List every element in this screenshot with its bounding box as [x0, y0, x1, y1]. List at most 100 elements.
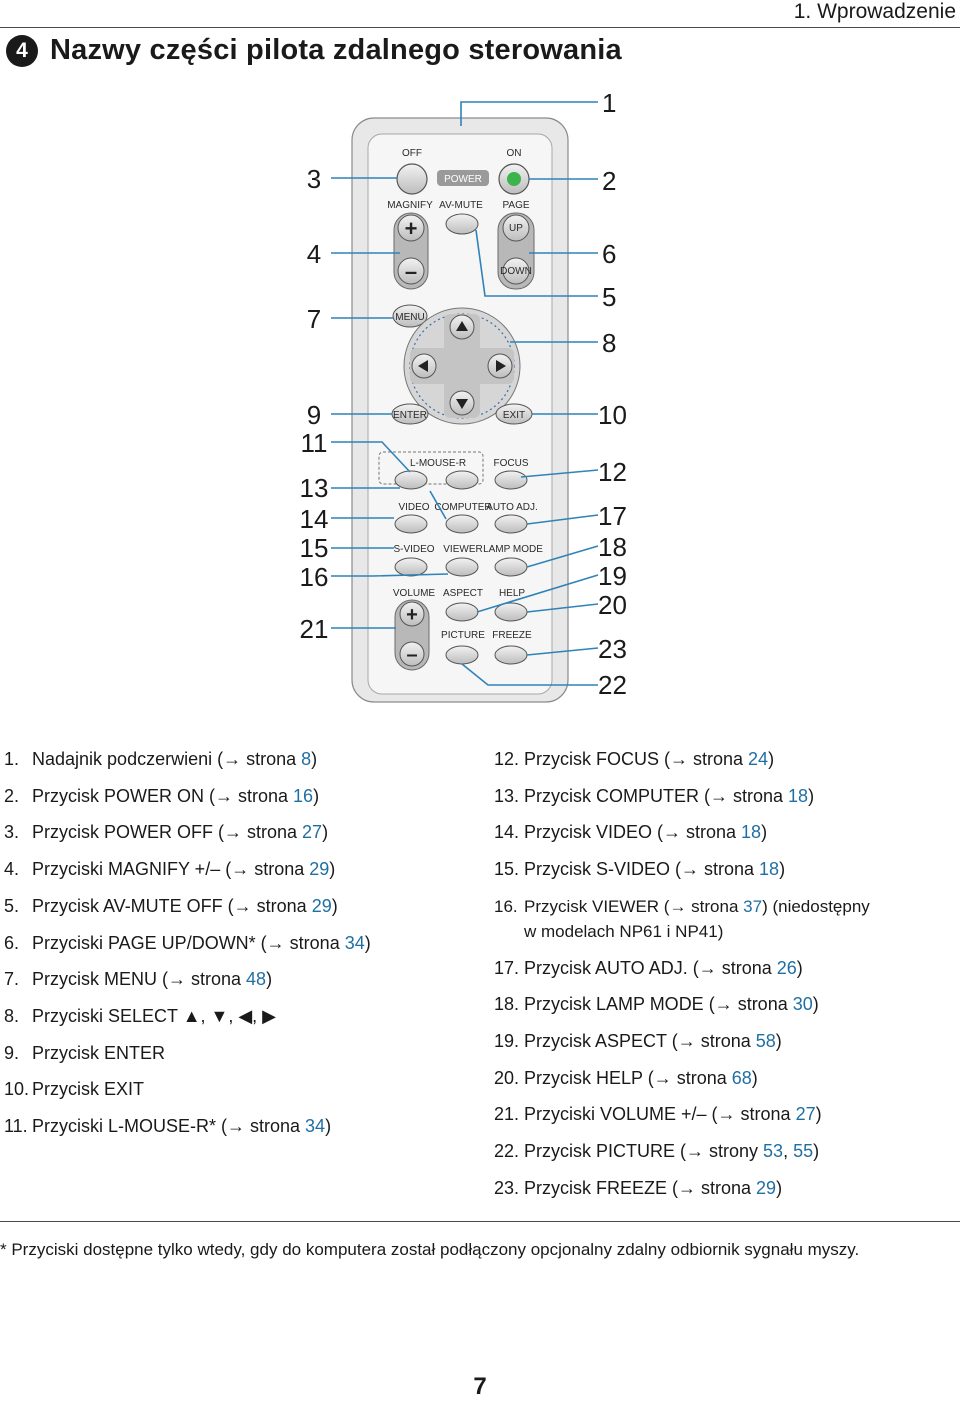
list-item: 16.Przycisk VIEWER (→ strona 37) (niedos… [494, 897, 870, 916]
callout-3: 3 [307, 164, 321, 194]
callout-20: 20 [598, 590, 627, 620]
callout-10: 10 [598, 400, 627, 430]
list-item: 13.Przycisk COMPUTER (→ strona 18) [494, 786, 815, 806]
minus-icon: – [405, 259, 417, 284]
callout-19: 19 [598, 561, 627, 591]
callout-7: 7 [307, 304, 321, 334]
arrow-down-icon [456, 399, 468, 409]
power-on-led-icon [507, 172, 521, 186]
computer-button [445, 514, 479, 534]
label-on: ON [507, 148, 522, 159]
plus-icon: + [406, 604, 418, 626]
list-item: 22.Przycisk PICTURE (→ strony 53, 55) [494, 1141, 820, 1161]
label-exit: EXIT [503, 410, 525, 421]
list-item: 19.Przycisk ASPECT (→ strona 58) [494, 1031, 782, 1051]
l-mouse-right-button [445, 470, 479, 490]
label-video: VIDEO [398, 502, 429, 513]
callout-5: 5 [602, 282, 616, 312]
list-item: 20.Przycisk HELP (→ strona 68) [494, 1068, 758, 1088]
list-item: w modelach NP61 i NP41) [524, 922, 724, 941]
label-l-mouse-r: L-MOUSE-R [410, 458, 466, 469]
l-mouse-r-frame [378, 451, 484, 485]
label-power: POWER [444, 174, 482, 185]
list-item: 23.Przycisk FREEZE (→ strona 29) [494, 1178, 783, 1198]
list-item: 8.Przyciski SELECT ▲, ▼, ◀, ▶ [4, 1006, 277, 1026]
footnote: * Przyciski dostępne tylko wtedy, gdy do… [0, 1240, 860, 1259]
callout-9: 9 [307, 400, 321, 430]
arrow-right-icon [496, 360, 506, 372]
minus-icon: – [406, 644, 417, 666]
label-down: DOWN [500, 266, 532, 277]
volume-minus-button [399, 641, 425, 667]
label-off: OFF [402, 148, 422, 159]
callout-2: 2 [602, 166, 616, 196]
select-dpad-cross-v [444, 314, 480, 418]
page-down-button [502, 257, 530, 285]
list-item: 7.Przycisk MENU (→ strona 48) [4, 969, 273, 989]
callout-18: 18 [598, 532, 627, 562]
label-lamp-mode: LAMP MODE [483, 544, 543, 555]
remote-control-diagram: OFF ON POWER MAGNIFY AV-MUTE PAGE + – UP… [300, 88, 627, 703]
callout-15: 15 [300, 533, 329, 563]
focus-button [494, 470, 528, 490]
callout-14: 14 [300, 504, 329, 534]
callout-16: 16 [300, 562, 329, 592]
callout-12: 12 [598, 457, 627, 487]
callout-21: 21 [300, 614, 329, 644]
callout-8: 8 [602, 328, 616, 358]
callout-4: 4 [307, 239, 321, 269]
callout-23: 23 [598, 634, 627, 664]
label-volume: VOLUME [393, 588, 436, 599]
menu-button [392, 304, 428, 328]
viewer-button [445, 557, 479, 577]
list-item: 10.Przycisk EXIT [4, 1079, 145, 1099]
arrow-up-icon [456, 321, 468, 331]
aspect-button [445, 602, 479, 622]
label-page: PAGE [502, 200, 529, 211]
page-up-button [502, 214, 530, 242]
list-item: 6.Przyciski PAGE UP/DOWN* (→ strona 34) [4, 933, 371, 953]
list-item: 12.Przycisk FOCUS (→ strona 24) [494, 749, 775, 769]
footnote-divider [0, 1221, 960, 1222]
list-item: 5.Przycisk AV-MUTE OFF (→ strona 29) [4, 896, 338, 916]
arrow-left-icon [418, 360, 428, 372]
magnify-plus-button [397, 214, 425, 242]
l-mouse-left-button [394, 470, 428, 490]
heading-number-badge: 4 [6, 34, 38, 67]
page-heading: 4 Nazwy części pilota zdalnego sterowani… [6, 34, 622, 67]
label-viewer: VIEWER [443, 544, 482, 555]
leader-lines [331, 101, 599, 686]
label-up: UP [509, 223, 523, 234]
callout-1: 1 [602, 88, 616, 118]
power-off-button [396, 163, 428, 195]
picture-button [445, 645, 479, 665]
power-plate [437, 170, 489, 186]
list-item: 17.Przycisk AUTO ADJ. (→ strona 26) [494, 958, 803, 978]
list-item: 9.Przycisk ENTER [4, 1043, 166, 1063]
label-help: HELP [499, 588, 525, 599]
magnify-minus-button [397, 257, 425, 285]
lamp-mode-button [494, 557, 528, 577]
callout-11: 11 [301, 428, 328, 458]
page-number: 7 [473, 1373, 487, 1400]
callout-22: 22 [598, 670, 627, 700]
callout-17: 17 [598, 501, 627, 531]
list-item: 15.Przycisk S-VIDEO (→ strona 18) [494, 859, 786, 879]
callout-13: 13 [300, 473, 329, 503]
list-item: 21.Przyciski VOLUME +/– (→ strona 27) [494, 1104, 822, 1124]
video-button [394, 514, 428, 534]
list-item: 3.Przycisk POWER OFF (→ strona 27) [4, 822, 329, 842]
list-item: 2.Przycisk POWER ON (→ strona 16) [4, 786, 320, 806]
label-enter: ENTER [393, 410, 427, 421]
label-auto-adj: AUTO ADJ. [486, 502, 538, 513]
page-title: Nazwy części pilota zdalnego sterowania [50, 34, 622, 66]
av-mute-button [445, 213, 479, 235]
list-item: 18.Przycisk LAMP MODE (→ strona 30) [494, 994, 819, 1014]
freeze-button [494, 645, 528, 665]
label-aspect: ASPECT [443, 588, 483, 599]
label-freeze: FREEZE [492, 630, 532, 641]
s-video-button [394, 557, 428, 577]
list-item: 14.Przycisk VIDEO (→ strona 18) [494, 822, 768, 842]
list-item: 11.Przyciski L-MOUSE-R* (→ strona 34) [4, 1116, 332, 1136]
volume-plus-button [399, 601, 425, 627]
